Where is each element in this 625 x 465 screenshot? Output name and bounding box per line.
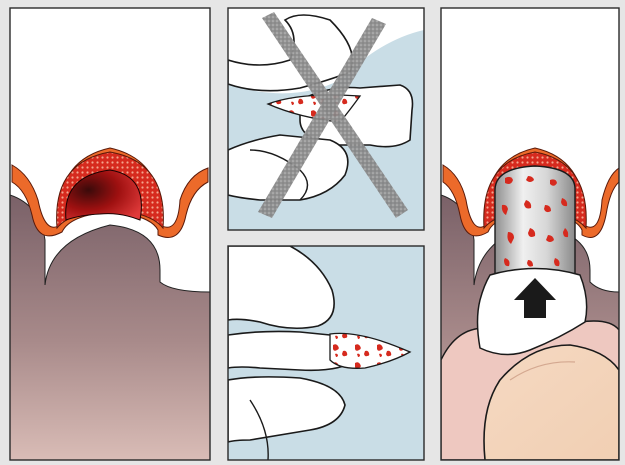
panel-bottom-middle: [228, 246, 424, 460]
panel-left: [10, 8, 210, 460]
panel-right: [441, 8, 619, 460]
panel-top-middle: [228, 8, 424, 230]
